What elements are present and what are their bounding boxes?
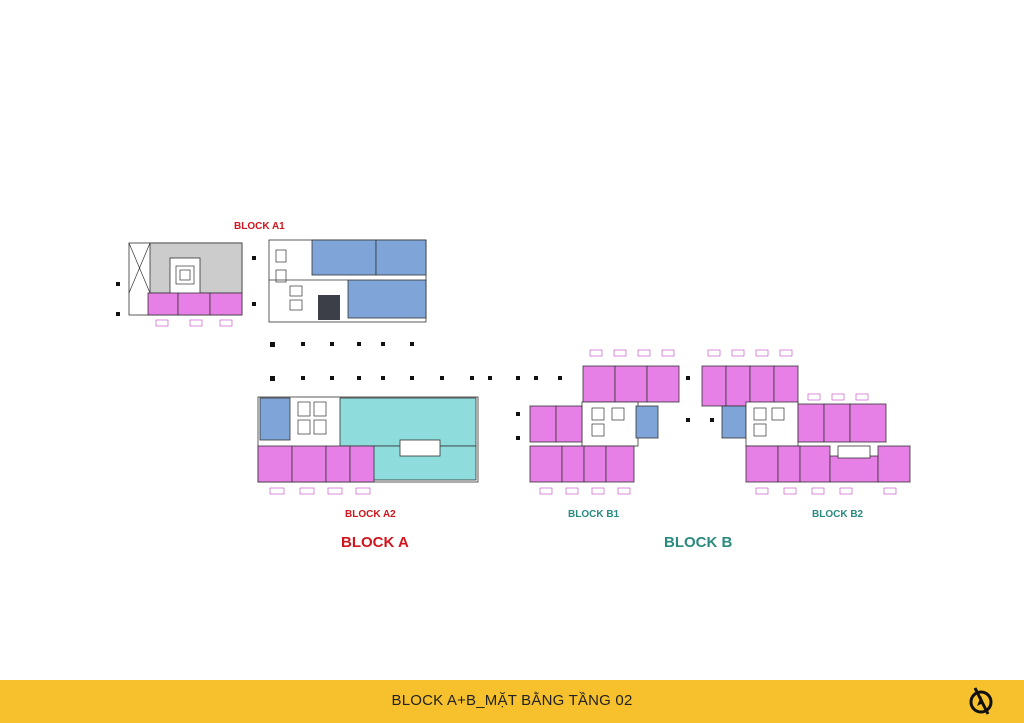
block-b2-plan xyxy=(701,365,911,483)
structural-columns xyxy=(116,256,714,440)
block-a2-plan xyxy=(257,396,479,483)
compass-icon xyxy=(969,687,993,715)
unit-tags xyxy=(155,319,897,495)
block-a1-plan xyxy=(128,239,427,323)
block-b1-plan xyxy=(529,365,680,483)
label-block-b2: BLOCK B2 xyxy=(812,509,864,520)
label-block-a2: BLOCK A2 xyxy=(345,509,396,520)
label-block-a1: BLOCK A1 xyxy=(234,221,285,232)
label-block-b: BLOCK B xyxy=(664,534,733,551)
label-block-b1: BLOCK B1 xyxy=(568,509,620,520)
label-block-a: BLOCK A xyxy=(341,534,409,551)
footer-band: BLOCK A+B_MẶT BẰNG TẦNG 02 xyxy=(0,680,1024,723)
footer-title: BLOCK A+B_MẶT BẰNG TẦNG 02 xyxy=(391,692,633,709)
